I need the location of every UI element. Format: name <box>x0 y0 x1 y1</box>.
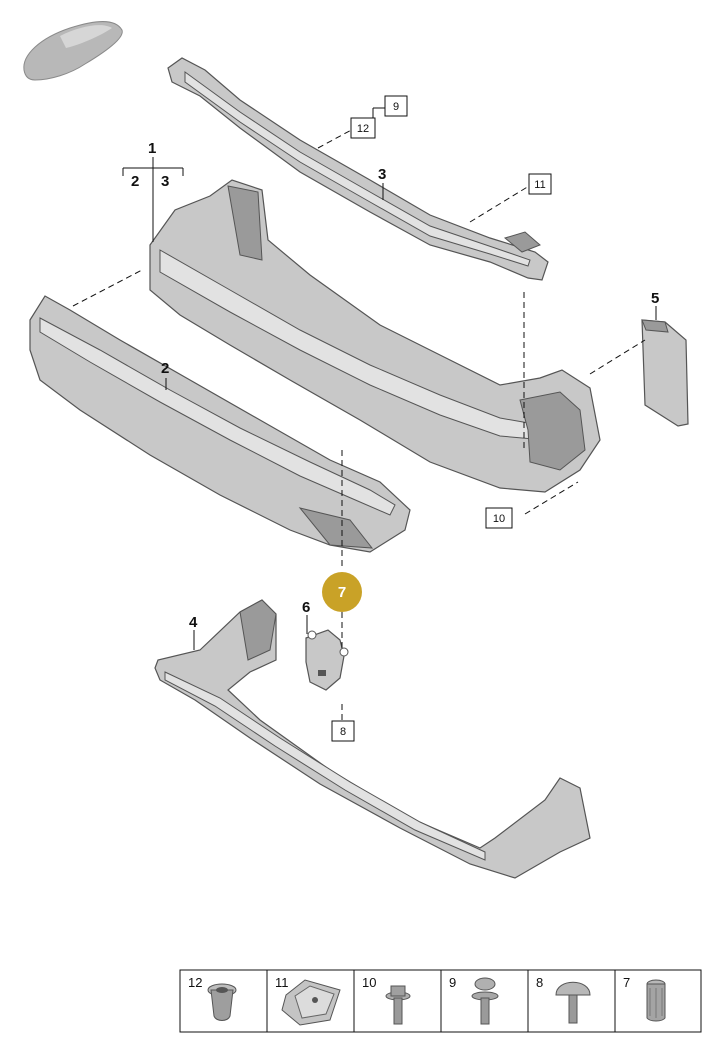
svg-text:12: 12 <box>357 123 369 135</box>
callout-1-sub-3: 3 <box>161 173 169 190</box>
hardware-label-7: 7 <box>623 975 630 990</box>
hardware-label-12: 12 <box>188 975 202 990</box>
upper-cross-member <box>167 57 549 281</box>
svg-text:8: 8 <box>340 726 346 738</box>
boxed-callout-9: 9 <box>384 95 408 117</box>
callout-6: 6 <box>302 599 310 616</box>
svg-text:10: 10 <box>493 513 505 525</box>
clip-nut-icon <box>281 979 341 1026</box>
hardware-label-10: 10 <box>362 975 376 990</box>
car-thumbnail <box>23 21 123 81</box>
hardware-label-8: 8 <box>536 975 543 990</box>
svg-text:9: 9 <box>393 101 399 113</box>
cap-nut-icon <box>207 983 237 1021</box>
lower-cross-bar <box>154 599 591 879</box>
callout-1: 1 <box>148 140 156 157</box>
torx-bolt-icon <box>471 977 499 1025</box>
hardware-label-9: 9 <box>449 975 456 990</box>
boxed-callout-11: 11 <box>528 173 552 195</box>
assembly-lines <box>72 127 646 652</box>
callout-3: 3 <box>378 166 386 183</box>
boxed-callout-8: 8 <box>331 720 355 742</box>
boxed-callout-12: 12 <box>350 117 376 139</box>
boxed-callout-10: 10 <box>485 507 513 529</box>
bracket <box>305 629 349 691</box>
callout-4: 4 <box>189 614 198 631</box>
callout-7-label: 7 <box>338 584 346 601</box>
callout-5: 5 <box>651 290 659 307</box>
mushroom-screw-icon <box>555 981 591 1024</box>
rivet-nut-icon <box>646 979 666 1022</box>
flange-bolt-icon <box>385 985 411 1025</box>
callout-1-sub-2: 2 <box>131 173 139 190</box>
side-panel <box>641 319 689 427</box>
leader-lines <box>122 107 657 722</box>
svg-text:11: 11 <box>534 179 545 191</box>
energy-absorber <box>29 295 411 553</box>
bumper-carrier <box>149 179 601 493</box>
hardware-label-11: 11 <box>275 975 289 990</box>
highlight-callout-7[interactable]: 7 <box>322 572 362 612</box>
callout-2: 2 <box>161 360 169 377</box>
hardware-table: 12 11 10 9 8 7 <box>179 969 702 1033</box>
